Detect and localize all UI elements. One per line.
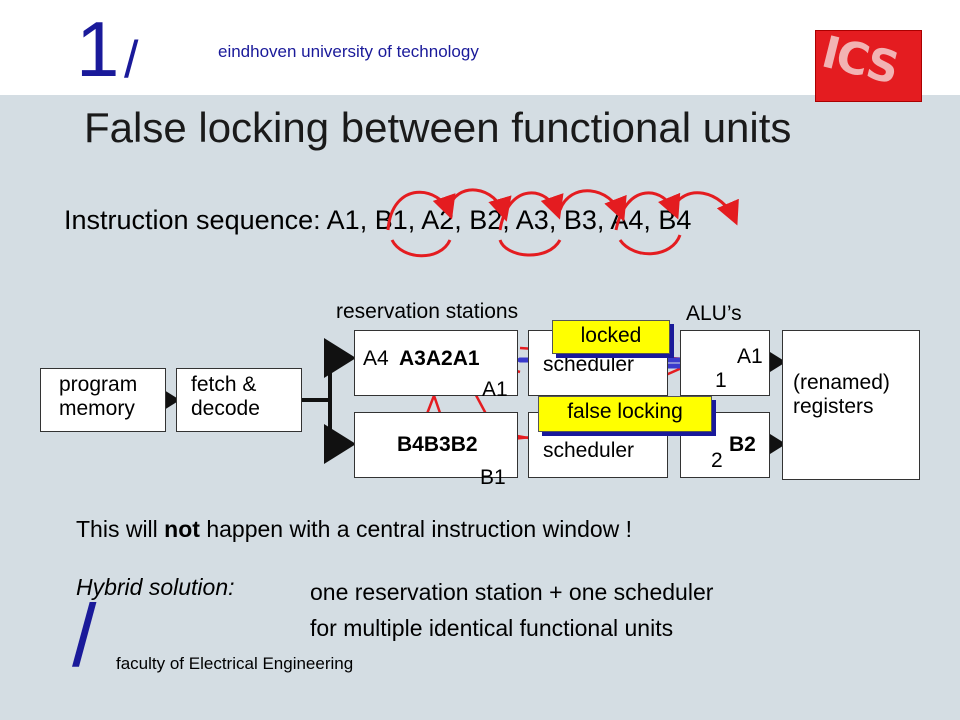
tue-logo-slash: /	[124, 31, 139, 89]
hybrid-solution-line-2: for multiple identical functional units	[310, 615, 674, 641]
rs-bottom-overlap: B4B3B2	[397, 433, 478, 456]
alu-1-number: 1	[715, 369, 727, 392]
renamed-registers-label: (renamed) registers	[793, 371, 890, 418]
tue-logo-numeral: 1	[76, 5, 120, 93]
a1-label: A1	[482, 378, 508, 401]
program-memory-label: program memory	[59, 373, 138, 420]
fetch-decode-box: fetch & decode	[176, 368, 302, 432]
statement-emphasis: not	[164, 516, 200, 542]
university-name: eindhoven university of technology	[218, 42, 479, 61]
alu-1-text: A1	[737, 345, 763, 368]
statement-suffix: happen with a central instruction window…	[199, 516, 633, 542]
slide-title: False locking between functional units	[84, 104, 792, 151]
faculty-name: faculty of Electrical Engineering	[116, 654, 354, 673]
central-window-statement: This will not happen with a central inst…	[76, 516, 632, 543]
alus-label: ALU’s	[686, 302, 742, 325]
hybrid-solution-line-1: one reservation station + one scheduler	[310, 579, 714, 605]
locked-callout: locked	[552, 320, 670, 354]
reservation-station-bottom: B4B3B2	[354, 412, 518, 478]
scheduler-top-label: scheduler	[543, 353, 635, 376]
instruction-sequence: Instruction sequence: A1, B1, A2, B2, A3…	[64, 205, 692, 235]
ics-logo-text: ICS	[816, 26, 903, 95]
scheduler-bottom-label: scheduler	[543, 439, 635, 462]
b1-label: B1	[480, 466, 506, 489]
hybrid-solution-label: Hybrid solution:	[76, 574, 235, 600]
rs-top-label: A4	[363, 347, 389, 370]
rs-top-overlap: A3A2A1	[399, 347, 480, 370]
false-locking-callout: false locking	[538, 396, 712, 432]
fetch-decode-label: fetch & decode	[191, 373, 260, 420]
alu-2-number: 2	[711, 449, 723, 472]
hybrid-solution-text: one reservation station + one scheduler …	[310, 574, 713, 646]
ics-logo: ICS	[815, 26, 922, 102]
footer-slash: /	[72, 586, 97, 685]
alu-1-box: A1 1	[680, 330, 770, 396]
renamed-registers-box: (renamed) registers	[782, 330, 920, 480]
reservation-station-top: A4 A3A2A1	[354, 330, 518, 396]
program-memory-box: program memory	[40, 368, 166, 432]
alu-2-text: B2	[729, 433, 756, 456]
reservation-stations-label: reservation stations	[336, 300, 519, 323]
statement-prefix: This will	[76, 516, 165, 542]
